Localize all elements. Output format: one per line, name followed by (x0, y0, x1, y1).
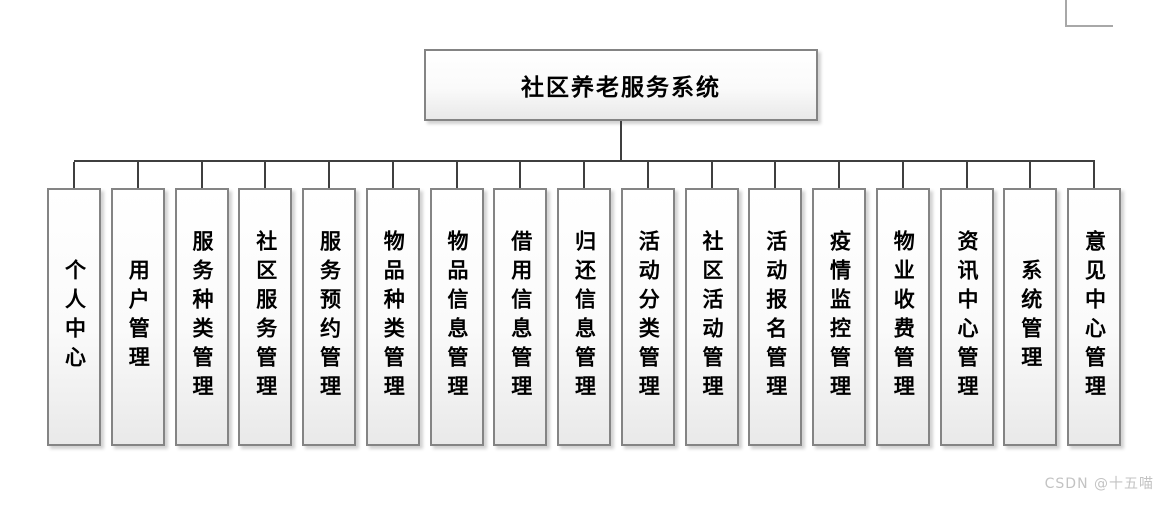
child-connector-line (1093, 162, 1095, 188)
child-node: 物品信息管理 (429, 162, 484, 446)
child-node-label: 活动报名管理 (763, 230, 788, 404)
root-node-label: 社区养老服务系统 (521, 75, 721, 101)
child-node: 服务种类管理 (174, 162, 229, 446)
child-node-box: 物品种类管理 (365, 188, 420, 446)
child-node-label: 社区服务管理 (253, 230, 278, 404)
child-connector-line (519, 162, 522, 188)
child-node: 疫情监控管理 (812, 162, 866, 446)
child-node: 物品种类管理 (365, 162, 420, 446)
child-node: 用户管理 (110, 162, 165, 446)
child-node-box: 物业收费管理 (875, 188, 930, 446)
child-node: 个人中心 (47, 162, 101, 446)
child-node: 社区活动管理 (684, 162, 739, 446)
child-node-label: 服务种类管理 (190, 230, 214, 404)
child-connector-line (73, 162, 75, 188)
child-node-box: 用户管理 (110, 188, 165, 446)
child-node: 服务预约管理 (302, 162, 356, 446)
child-connector-line (710, 162, 713, 188)
child-connector-line (646, 162, 649, 188)
root-node: 社区养老服务系统 (424, 49, 818, 121)
child-node-box: 活动分类管理 (620, 188, 675, 446)
child-node-label: 借用信息管理 (508, 230, 533, 404)
child-node-box: 资讯中心管理 (939, 188, 994, 446)
child-node-label: 社区活动管理 (700, 230, 724, 404)
root-connector-line (620, 121, 622, 160)
child-node-label: 活动分类管理 (636, 230, 661, 404)
child-node-box: 归还信息管理 (557, 188, 611, 446)
csdn-watermark: CSDN @十五喵 (1044, 476, 1154, 492)
child-connector-line (901, 162, 904, 188)
child-node-label: 服务预约管理 (317, 230, 342, 404)
child-node-box: 物品信息管理 (429, 188, 484, 446)
child-node-label: 系统管理 (1018, 259, 1043, 375)
child-connector-line (583, 162, 585, 188)
child-node: 归还信息管理 (557, 162, 611, 446)
child-node: 物业收费管理 (875, 162, 930, 446)
child-connector-line (1029, 162, 1032, 188)
child-node: 活动分类管理 (620, 162, 675, 446)
horizontal-bus-line (74, 160, 1095, 162)
child-node-label: 资讯中心管理 (955, 230, 979, 404)
cutoff-rectangle-corner (1065, 0, 1113, 27)
child-node-box: 服务预约管理 (302, 188, 356, 446)
child-connector-line (838, 162, 840, 188)
child-node-box: 社区服务管理 (238, 188, 293, 446)
child-connector-line (965, 162, 968, 188)
child-node: 意见中心管理 (1067, 162, 1121, 446)
child-nodes-row: 个人中心 用户管理 服务种类管理 社区服务管理 (47, 162, 1121, 446)
child-node: 活动报名管理 (748, 162, 803, 446)
child-connector-line (200, 162, 203, 188)
child-node-box: 社区活动管理 (684, 188, 739, 446)
child-connector-line (774, 162, 777, 188)
child-node-box: 个人中心 (47, 188, 101, 446)
child-node-label: 疫情监控管理 (827, 230, 852, 404)
child-node-label: 用户管理 (126, 259, 151, 375)
child-node-box: 活动报名管理 (748, 188, 803, 446)
child-node: 社区服务管理 (238, 162, 293, 446)
child-node-label: 个人中心 (62, 259, 87, 375)
child-node-box: 疫情监控管理 (812, 188, 866, 446)
child-connector-line (136, 162, 139, 188)
child-connector-line (328, 162, 330, 188)
child-node: 系统管理 (1003, 162, 1058, 446)
child-connector-line (264, 162, 267, 188)
child-node-label: 意见中心管理 (1082, 230, 1107, 404)
child-node: 借用信息管理 (493, 162, 548, 446)
child-node-box: 借用信息管理 (493, 188, 548, 446)
child-node-box: 意见中心管理 (1067, 188, 1121, 446)
child-node-label: 归还信息管理 (572, 230, 597, 404)
child-node-label: 物业收费管理 (891, 230, 916, 404)
child-connector-line (455, 162, 458, 188)
child-node-box: 系统管理 (1003, 188, 1058, 446)
child-connector-line (391, 162, 394, 188)
child-node-label: 物品种类管理 (381, 230, 406, 404)
child-node: 资讯中心管理 (939, 162, 994, 446)
child-node-box: 服务种类管理 (174, 188, 229, 446)
child-node-label: 物品信息管理 (445, 230, 469, 404)
